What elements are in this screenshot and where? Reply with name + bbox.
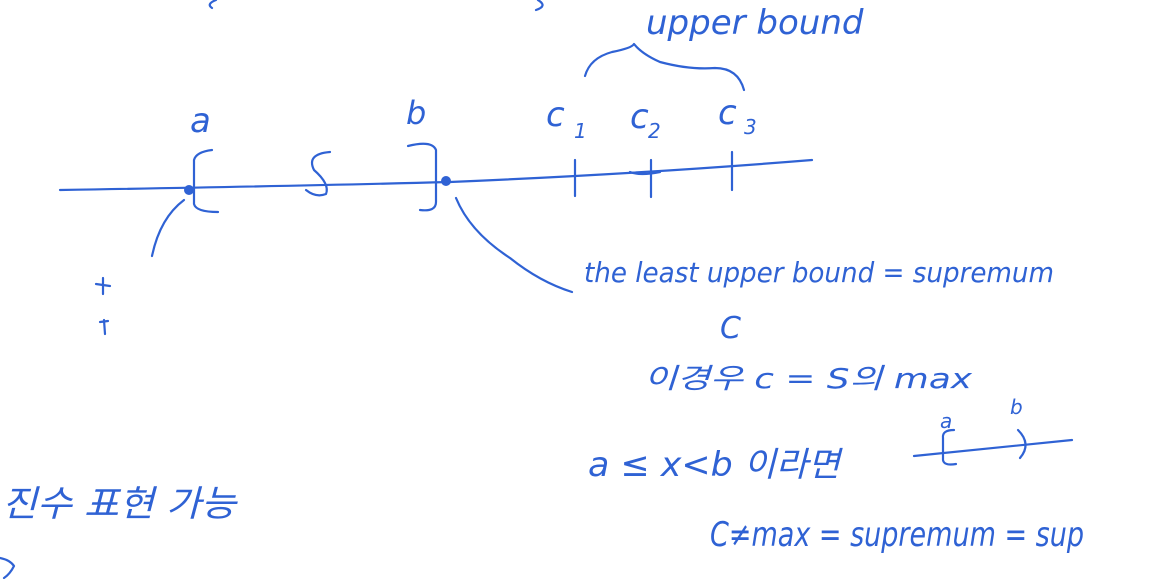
right-bracket (406, 142, 438, 212)
stray-mark-2 (98, 318, 110, 336)
set-s-stroke (304, 150, 332, 197)
inset-right-paren (1016, 428, 1027, 460)
bottom-left-fragment (0, 556, 16, 579)
curve-from-b (454, 196, 574, 294)
korean-left-text: 진수 표현 가능 (2, 484, 238, 525)
inset-a-label: a (940, 409, 952, 433)
upper-bound-brace (583, 42, 746, 92)
c3-label: c (718, 93, 737, 133)
inequality-text: a ≤ x<b 이라면 (588, 445, 844, 485)
c1-label: c (546, 95, 565, 135)
point-a-label: a (190, 101, 211, 141)
inset-number-line (912, 438, 1074, 458)
top-right-bracket-fragment (534, 0, 544, 12)
inset-b-label: b (1010, 395, 1023, 419)
case-text: 이경우 c = S의 max (644, 362, 973, 395)
least-upper-bound-label: the least upper bound = supremum (584, 256, 1054, 289)
c1-subscript: 1 (574, 119, 587, 143)
c2-subscript: 2 (648, 119, 661, 143)
inset-left-bracket (941, 428, 958, 466)
c-label: C (720, 311, 741, 346)
c3-subscript: 3 (744, 115, 757, 139)
top-left-bracket-fragment (208, 0, 218, 10)
c2-label: c (630, 97, 649, 137)
point-a-dot (184, 185, 194, 195)
curve-from-a (150, 198, 186, 258)
left-bracket (192, 148, 220, 214)
stray-mark-1 (94, 276, 112, 296)
c-not-max-text: C≠max = supremum = sup (710, 515, 1084, 555)
cross-mark (628, 170, 662, 176)
point-b-label: b (406, 94, 426, 132)
upper-bound-label: upper bound (646, 3, 864, 43)
point-b-dot (441, 176, 451, 186)
